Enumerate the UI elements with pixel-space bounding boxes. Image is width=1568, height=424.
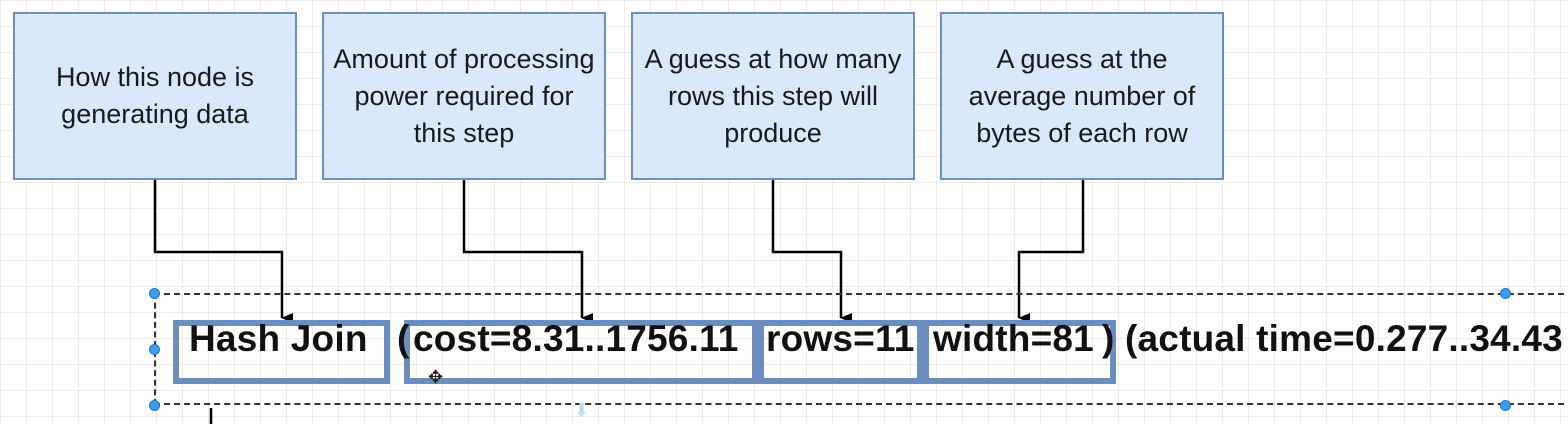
connector-cost xyxy=(462,180,593,323)
highlight-cost xyxy=(404,320,758,384)
plan-rows: rows=11 xyxy=(766,318,915,359)
resize-handle-top-right[interactable] xyxy=(1500,288,1511,299)
connector-width xyxy=(1017,180,1085,323)
connector-node-type xyxy=(153,180,293,323)
callout-rows[interactable]: A guess at how many rows this step will … xyxy=(631,12,915,180)
resize-handle-top-left[interactable] xyxy=(149,288,160,299)
callout-cost[interactable]: Amount of processing power required for … xyxy=(322,12,606,180)
highlight-rows xyxy=(758,320,923,384)
callout-width-text: A guess at the average number of bytes o… xyxy=(968,43,1196,148)
callout-rows-text: A guess at how many rows this step will … xyxy=(644,43,902,148)
callout-cost-text: Amount of processing power required for … xyxy=(333,43,595,148)
resize-handle-middle-left[interactable] xyxy=(149,344,160,355)
resize-handle-bottom-left[interactable] xyxy=(149,400,160,411)
connector-rows xyxy=(771,180,852,323)
highlight-width xyxy=(923,320,1116,384)
callout-width[interactable]: A guess at the average number of bytes o… xyxy=(940,12,1224,180)
plan-close-paren: ) xyxy=(1102,318,1115,359)
plan-cost: cost=8.31..1756.11 xyxy=(413,318,739,359)
plan-open-paren: ( xyxy=(397,318,410,359)
resize-handle-bottom-right[interactable] xyxy=(1500,400,1511,411)
move-cursor-icon: ✥ xyxy=(428,367,444,388)
plan-node-type: Hash Join xyxy=(189,318,368,359)
callout-node-type[interactable]: How this node is generating data xyxy=(13,12,297,180)
callout-node-type-text: How this node is generating data xyxy=(55,62,255,129)
plan-actual-time: (actual time=0.277..34.43 xyxy=(1125,318,1563,359)
plan-width: width=81 xyxy=(933,318,1094,359)
drag-arrow-icon: ⬇ xyxy=(574,400,590,421)
highlight-node-type xyxy=(173,320,390,384)
